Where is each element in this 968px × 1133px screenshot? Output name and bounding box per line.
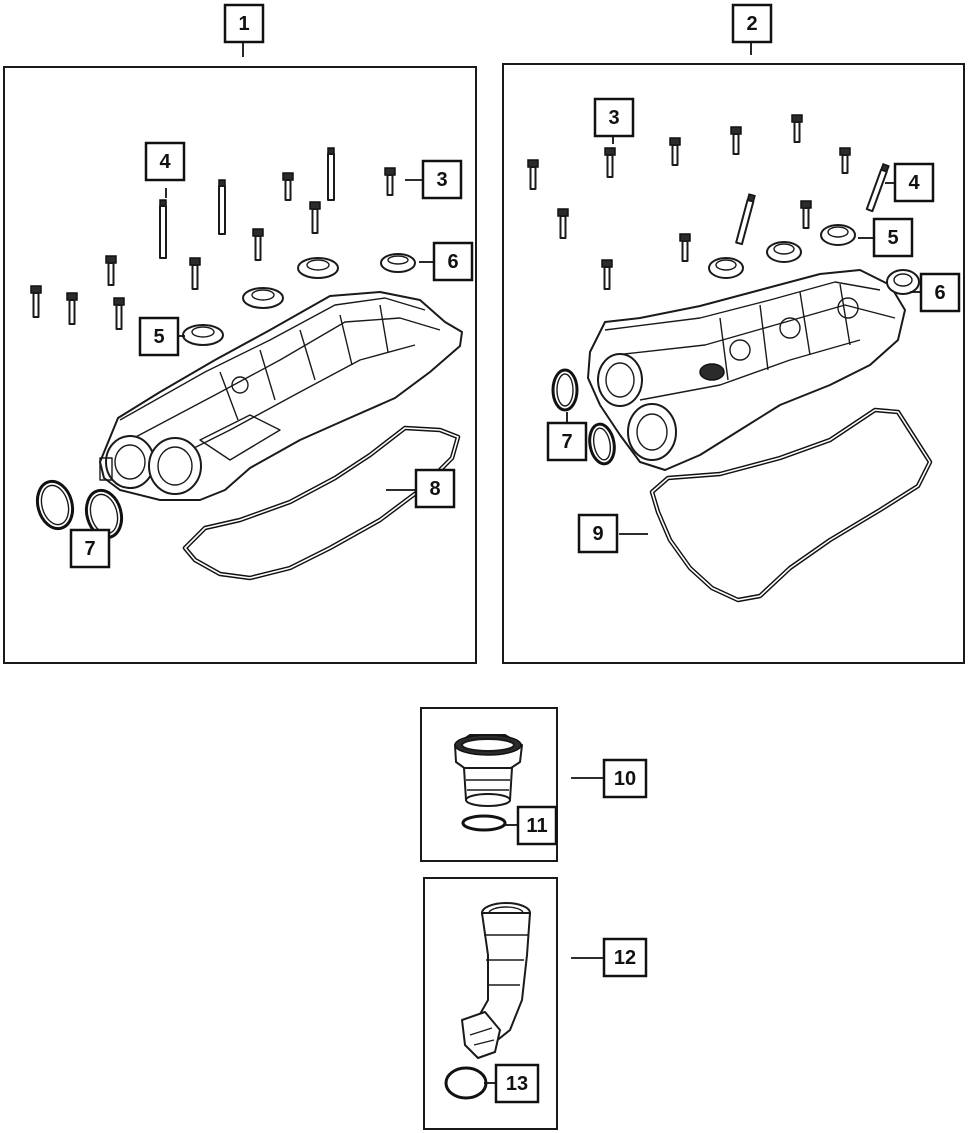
filler-tube-frame bbox=[423, 877, 558, 1130]
svg-text:2: 2 bbox=[746, 13, 757, 35]
svg-text:10: 10 bbox=[614, 768, 636, 790]
oil-filler-tube-icon bbox=[461, 902, 531, 1059]
svg-text:11: 11 bbox=[526, 815, 547, 837]
svg-text:5: 5 bbox=[887, 227, 898, 249]
svg-text:7: 7 bbox=[561, 431, 572, 453]
callout-3-right: 3 bbox=[593, 97, 635, 138]
callout-13: 13 bbox=[494, 1063, 540, 1104]
callout-8: 8 bbox=[414, 468, 456, 509]
right-assembly-frame bbox=[502, 63, 965, 664]
gasket-icon bbox=[182, 425, 461, 581]
callout-9: 9 bbox=[577, 513, 619, 554]
callout-6-left: 6 bbox=[432, 241, 474, 282]
bolt-icon bbox=[527, 114, 851, 290]
filler-cap-frame bbox=[420, 707, 558, 862]
o-ring-icon bbox=[551, 368, 616, 466]
o-ring-icon bbox=[444, 1066, 488, 1100]
svg-text:13: 13 bbox=[506, 1073, 528, 1095]
gasket-icon bbox=[649, 407, 933, 603]
left-assembly-frame bbox=[3, 66, 477, 664]
oil-filler-cap-icon bbox=[454, 734, 523, 807]
callout-11: 11 bbox=[516, 805, 558, 846]
callout-4-left: 4 bbox=[144, 141, 186, 182]
svg-text:4: 4 bbox=[159, 151, 171, 173]
bolt-icon bbox=[30, 167, 396, 330]
svg-text:3: 3 bbox=[608, 107, 619, 129]
valve-cover-left-icon bbox=[99, 291, 463, 501]
seal-icon bbox=[708, 224, 920, 295]
valve-cover-right-icon bbox=[587, 269, 906, 471]
stud-icon bbox=[735, 163, 890, 246]
callout-10: 10 bbox=[602, 758, 648, 799]
callout-7-left: 7 bbox=[69, 528, 111, 569]
callout-5-right: 5 bbox=[872, 217, 914, 258]
svg-text:7: 7 bbox=[84, 538, 95, 560]
callout-5-left: 5 bbox=[138, 316, 180, 357]
callout-4-right: 4 bbox=[893, 162, 935, 203]
svg-text:1: 1 bbox=[238, 13, 249, 35]
callout-12: 12 bbox=[602, 937, 648, 978]
svg-text:9: 9 bbox=[592, 523, 603, 545]
callout-6-right: 6 bbox=[919, 272, 961, 313]
svg-text:6: 6 bbox=[934, 282, 945, 304]
svg-text:5: 5 bbox=[153, 326, 164, 348]
o-ring-icon bbox=[461, 814, 507, 832]
callout-7-right: 7 bbox=[546, 421, 588, 462]
svg-text:12: 12 bbox=[614, 947, 636, 969]
svg-text:3: 3 bbox=[436, 169, 447, 191]
callout-3-left: 3 bbox=[421, 159, 463, 200]
callout-1: 1 bbox=[223, 3, 265, 44]
svg-text:4: 4 bbox=[908, 172, 920, 194]
callout-2: 2 bbox=[731, 3, 773, 44]
stud-icon bbox=[159, 147, 335, 259]
svg-text:8: 8 bbox=[429, 478, 440, 500]
svg-text:6: 6 bbox=[447, 251, 458, 273]
seal-icon bbox=[182, 253, 416, 346]
